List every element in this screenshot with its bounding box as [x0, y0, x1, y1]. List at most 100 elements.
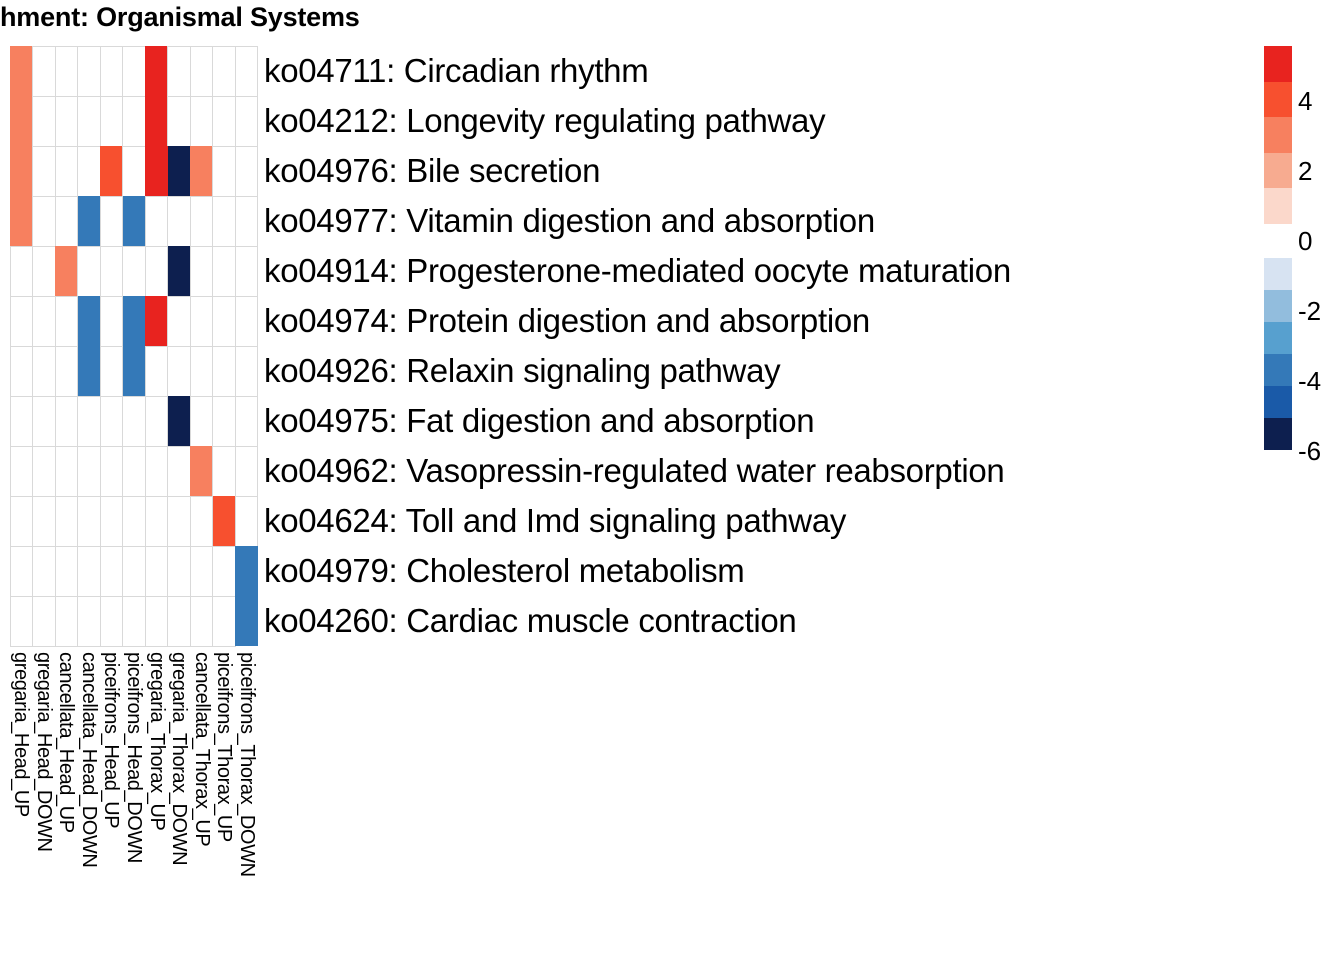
heatmap-cell	[144, 545, 169, 597]
colorbar-band	[1264, 418, 1292, 450]
heatmap-cell	[99, 545, 124, 597]
heatmap-cell	[122, 196, 146, 246]
heatmap-column-label-text: cancellata_Head_DOWN	[77, 652, 100, 868]
heatmap-cell	[167, 595, 191, 647]
heatmap-cell	[99, 445, 124, 497]
heatmap-cell	[32, 245, 56, 297]
heatmap-cell	[122, 395, 146, 447]
colorbar-band	[1264, 386, 1292, 418]
heatmap-row-label: ko04974: Protein digestion and absorptio…	[264, 302, 870, 339]
heatmap-cell	[189, 245, 214, 297]
heatmap-cell	[235, 596, 258, 646]
heatmap-column-label: gregaria_Thorax_DOWN	[168, 648, 191, 938]
heatmap-cell	[167, 246, 191, 296]
heatmap-cell	[54, 545, 79, 597]
heatmap-cell	[122, 45, 146, 97]
heatmap-cell	[9, 245, 34, 297]
heatmap-cell	[10, 46, 33, 96]
heatmap-column-label: cancellata_Thorax_UP	[190, 648, 213, 938]
heatmap-cell	[167, 345, 191, 397]
heatmap-cell	[212, 95, 236, 147]
heatmap-cell	[234, 345, 259, 397]
heatmap-cell	[144, 195, 169, 247]
heatmap-cell	[234, 295, 259, 347]
heatmap-column-label: gregaria_Head_UP	[10, 648, 33, 938]
heatmap-cell	[54, 195, 79, 247]
heatmap-cell	[145, 46, 168, 96]
heatmap-cell	[212, 445, 236, 497]
heatmap-cell	[77, 45, 101, 97]
heatmap-column-label-text: piceifrons_Thorax_DOWN	[235, 652, 258, 877]
heatmap-cell	[54, 145, 79, 197]
heatmap-cell	[100, 146, 123, 196]
heatmap-cell	[77, 95, 101, 147]
heatmap-cell	[122, 545, 146, 597]
heatmap-cell	[189, 595, 214, 647]
heatmap-cell	[54, 495, 79, 547]
heatmap-cell	[144, 495, 169, 547]
heatmap-cell	[77, 145, 101, 197]
heatmap-cell	[54, 295, 79, 347]
heatmap-grid	[9, 45, 259, 647]
heatmap-column-label-text: cancellata_Head_UP	[55, 652, 78, 833]
heatmap-cell	[234, 445, 259, 497]
heatmap-cell	[99, 45, 124, 97]
heatmap-cell	[144, 345, 169, 397]
heatmap-cell	[189, 345, 214, 397]
heatmap-cell	[167, 45, 191, 97]
heatmap-cell	[235, 546, 258, 596]
heatmap-cell	[189, 495, 214, 547]
heatmap-cell	[189, 295, 214, 347]
colorbar-band	[1264, 290, 1292, 322]
heatmap-cell	[32, 445, 56, 497]
heatmap-cell	[77, 296, 101, 346]
heatmap-cell	[145, 146, 168, 196]
heatmap-cell	[77, 545, 101, 597]
heatmap-cell	[167, 195, 191, 247]
heatmap-cell	[144, 395, 169, 447]
heatmap-cell	[212, 595, 236, 647]
heatmap-cell	[77, 346, 101, 396]
heatmap-row-label: ko04212: Longevity regulating pathway	[264, 102, 826, 139]
heatmap-cell	[99, 95, 124, 147]
heatmap-cell	[190, 146, 213, 196]
heatmap-cell	[189, 45, 214, 97]
heatmap-cell	[189, 195, 214, 247]
heatmap-cell	[167, 495, 191, 547]
heatmap-column-label: piceifrons_Head_DOWN	[123, 648, 146, 938]
heatmap-cell	[144, 245, 169, 297]
heatmap-cell	[55, 246, 78, 296]
heatmap-cell	[190, 446, 213, 496]
colorbar-positive-bands	[1264, 46, 1292, 224]
heatmap-column-label-text: cancellata_Thorax_UP	[190, 652, 213, 847]
heatmap-cell	[54, 595, 79, 647]
colorbar-band	[1264, 117, 1292, 153]
colorbar-tick-label: -6	[1298, 436, 1322, 466]
page-title: hment: Organismal Systems	[0, 2, 360, 32]
heatmap-cell	[54, 445, 79, 497]
heatmap-cell	[77, 595, 101, 647]
heatmap-cell	[54, 395, 79, 447]
heatmap-cell	[32, 395, 56, 447]
colorbar-tick-label: 4	[1298, 86, 1313, 116]
heatmap-cell	[9, 295, 34, 347]
heatmap-column-label: cancellata_Head_UP	[55, 648, 78, 938]
heatmap-cell	[122, 495, 146, 547]
heatmap-cell	[189, 395, 214, 447]
heatmap-cell	[99, 395, 124, 447]
heatmap-column-label-text: gregaria_Head_DOWN	[32, 652, 55, 852]
heatmap-cell	[144, 445, 169, 497]
heatmap-cell	[167, 445, 191, 497]
heatmap-row-label: ko04975: Fat digestion and absorption	[264, 402, 815, 439]
heatmap-row-label: ko04976: Bile secretion	[264, 152, 601, 189]
heatmap-row-label: ko04624: Toll and Imd signaling pathway	[264, 502, 847, 539]
heatmap-column-label-text: gregaria_Thorax_DOWN	[168, 652, 191, 866]
heatmap-cell	[167, 545, 191, 597]
colorbar-tick-label: -4	[1298, 366, 1322, 396]
heatmap-cell	[54, 345, 79, 397]
heatmap-column-label: piceifrons_Head_UP	[100, 648, 123, 938]
colorbar-band	[1264, 354, 1292, 386]
heatmap-cell	[234, 495, 259, 547]
heatmap-cell	[122, 95, 146, 147]
